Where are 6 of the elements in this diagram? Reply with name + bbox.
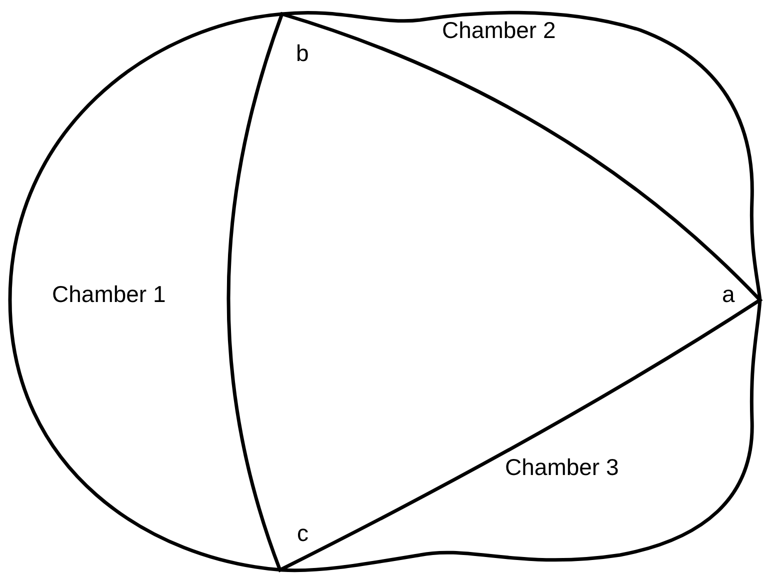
chamber-label: Chamber 2 — [442, 19, 556, 42]
vertex-label: c — [297, 522, 308, 545]
chamber-label: Chamber 1 — [52, 283, 166, 306]
vertex-label: a — [722, 283, 735, 306]
vertex-label: b — [296, 42, 309, 65]
chamber-label: Chamber 3 — [505, 456, 619, 479]
